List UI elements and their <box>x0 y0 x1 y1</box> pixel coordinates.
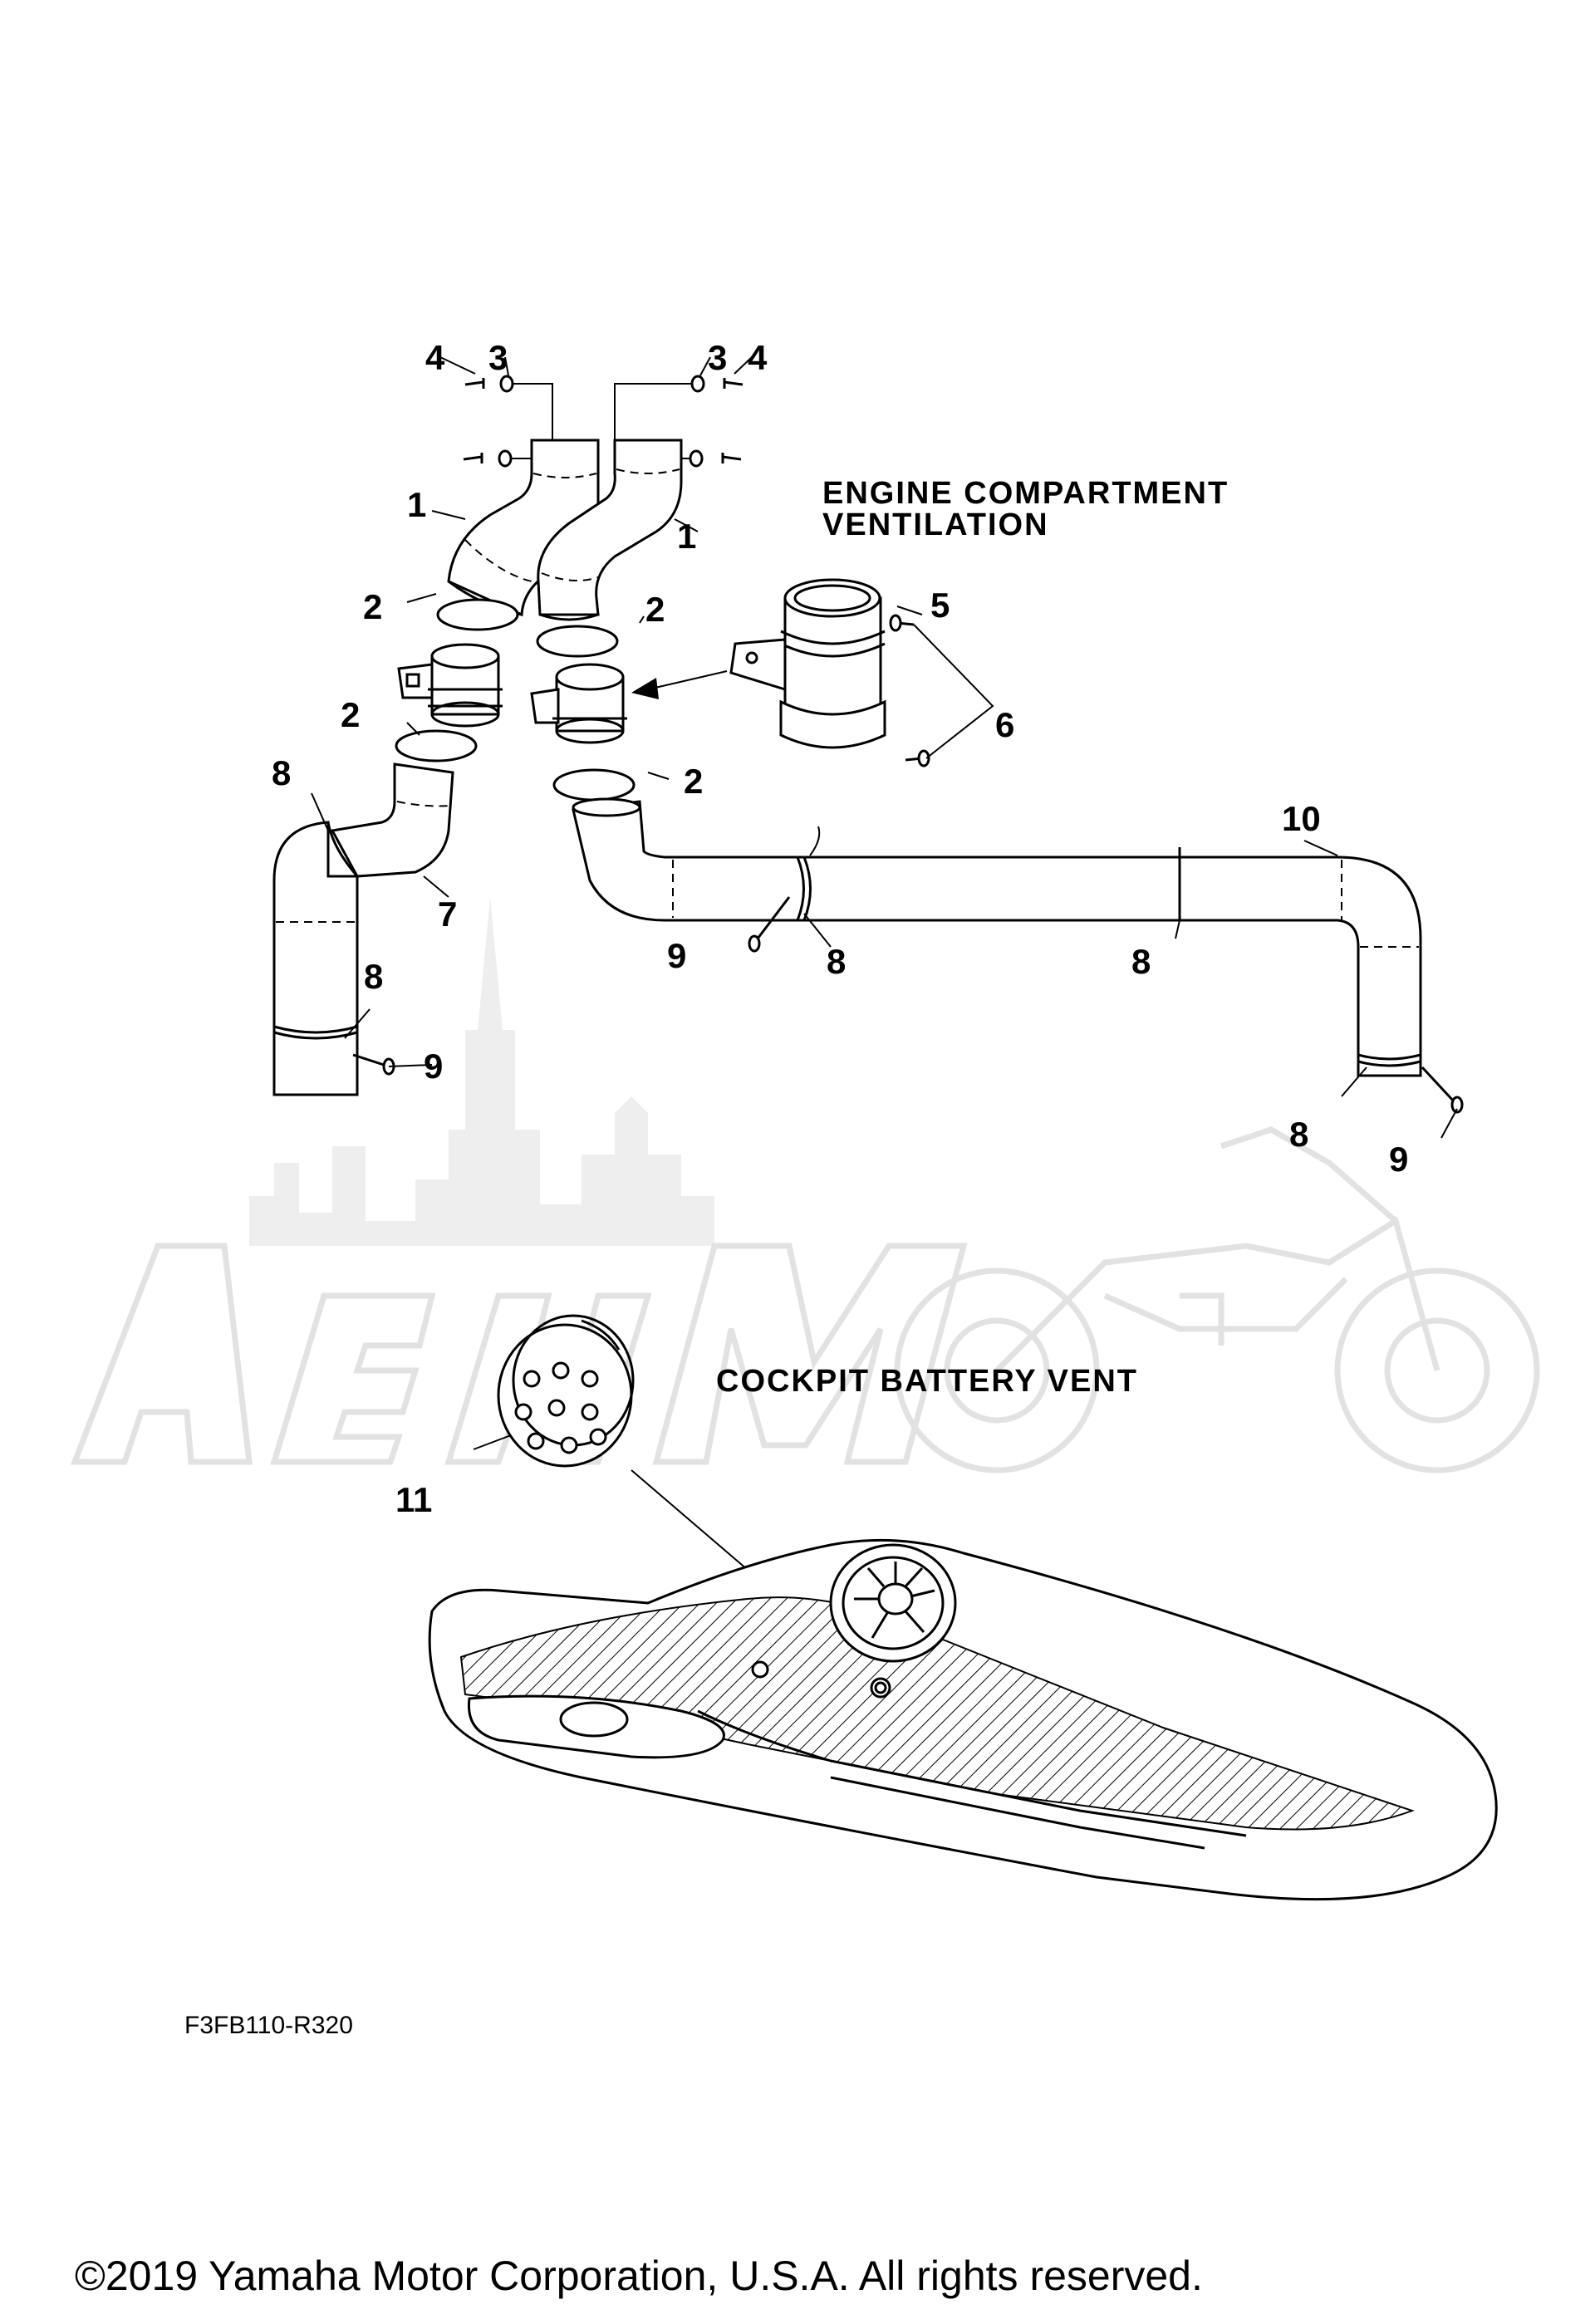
pointer-arrow-blower <box>631 670 728 699</box>
blower-left-small <box>397 643 503 728</box>
callout-8: 8 <box>827 942 846 981</box>
callout-5: 5 <box>930 586 950 625</box>
clamp-ring-2 <box>536 625 619 658</box>
diagram-text: ENGINE COMPARTMENT VENTILATION COCKPIT B… <box>75 338 1408 2299</box>
callout-4: 4 <box>425 338 445 377</box>
fastener-right-top <box>614 356 753 468</box>
engine-heading-line1: ENGINE COMPARTMENT <box>822 476 1229 511</box>
duct-elbow-lower-left <box>330 762 454 878</box>
callout-11: 11 <box>395 1480 432 1519</box>
callout-1: 1 <box>677 517 696 556</box>
clamp-ring-4 <box>552 768 636 802</box>
blower-large <box>729 578 886 749</box>
copyright-notice: ©2019 Yamaha Motor Corporation, U.S.A. A… <box>75 2253 1203 2299</box>
engine-heading-line2: VENTILATION <box>822 507 1049 542</box>
callout-3: 3 <box>488 338 508 377</box>
callout-9: 9 <box>424 1047 443 1086</box>
callout-8: 8 <box>272 753 291 792</box>
callout-2: 2 <box>684 762 703 801</box>
callout-9: 9 <box>1389 1140 1408 1179</box>
leader-lines <box>406 510 1338 898</box>
callout-3: 3 <box>708 338 727 377</box>
callout-1: 1 <box>407 485 426 524</box>
callout-2: 2 <box>645 590 665 629</box>
callout-9: 9 <box>667 936 686 975</box>
callout-8: 8 <box>364 957 383 996</box>
cockpit-section <box>428 1314 1498 1901</box>
cockpit-heading: COCKPIT BATTERY VENT <box>716 1364 1138 1399</box>
duct-vertical-left <box>272 821 359 1096</box>
clamp-ring-1 <box>436 598 519 631</box>
callout-7: 7 <box>438 895 457 934</box>
callout-2: 2 <box>341 695 360 734</box>
callout-4: 4 <box>748 338 768 377</box>
watercraft-deck <box>428 1538 1498 1901</box>
band-screw-set <box>311 792 1464 1139</box>
duct-long-right <box>572 797 1422 1077</box>
callout-10: 10 <box>1282 799 1321 838</box>
duct-elbow-right <box>537 439 683 621</box>
callout-6: 6 <box>995 705 1014 744</box>
callout-2: 2 <box>363 587 382 626</box>
callout-8: 8 <box>1289 1115 1308 1154</box>
diagram-code: F3FB110-R320 <box>184 2012 353 2039</box>
fastener-left-top <box>439 356 553 468</box>
callout-8: 8 <box>1131 942 1151 981</box>
engine-compartment-section <box>272 356 1464 1139</box>
clamp-ring-3 <box>395 729 478 762</box>
screw-pair <box>889 614 994 767</box>
battery-vent-cap <box>473 1314 874 1678</box>
blower-center-small <box>530 663 627 744</box>
watermark-logo <box>70 897 1540 1473</box>
